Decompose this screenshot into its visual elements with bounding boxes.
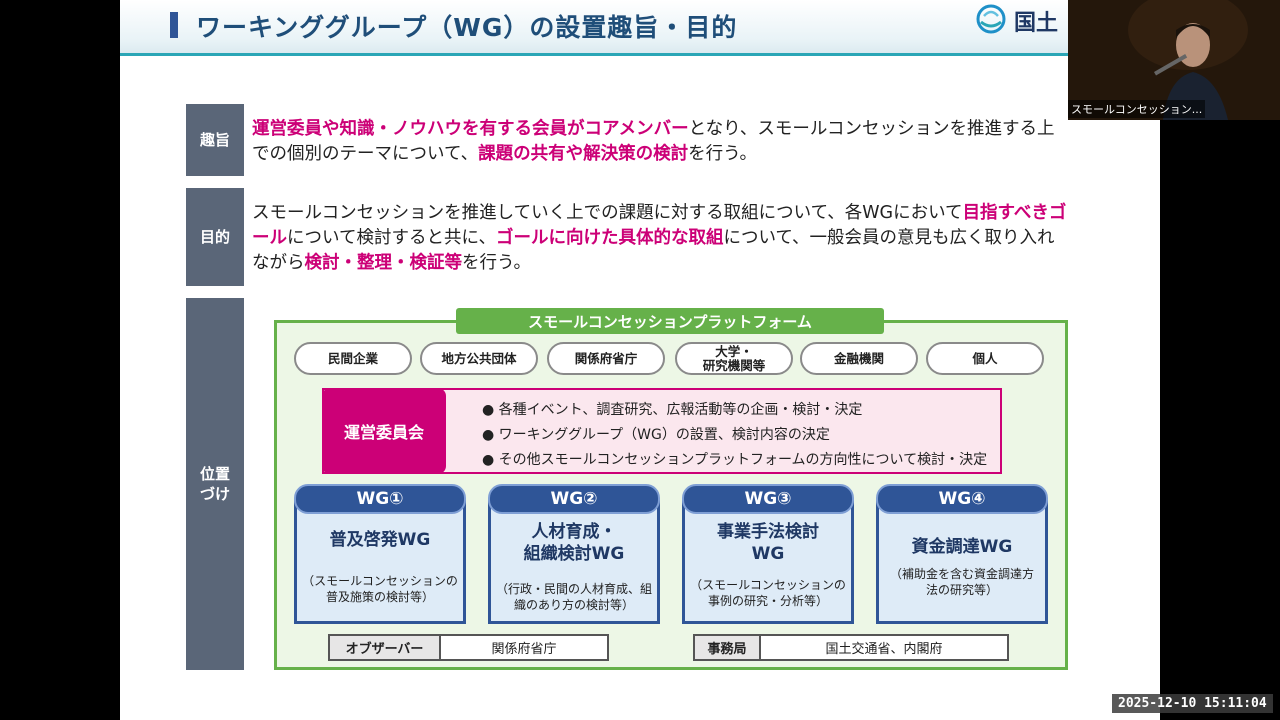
observer-label: オブザーバー (328, 634, 441, 661)
highlighted-text: 課題の共有や解決策の検討 (478, 144, 689, 164)
body-text: スモールコンセッションを推進していく上での課題に対する取組について、各WGにおい… (252, 203, 963, 223)
wg2-header: WG② (488, 484, 660, 514)
wg1-description: （スモールコンセッションの普及施策の検討等） (302, 574, 458, 604)
body-text: を行う。 (462, 253, 531, 273)
secretariat-value: 国土交通省、内閣府 (761, 634, 1009, 661)
wg1-header: WG① (294, 484, 466, 514)
secretariat-label: 事務局 (693, 634, 761, 661)
label-shushi: 趣旨 (186, 104, 244, 176)
title-accent-bar (170, 12, 178, 38)
committee-label: 運営委員会 (322, 388, 446, 474)
committee-duty: ● 各種イベント、調査研究、広報活動等の企画・検討・決定 (482, 402, 863, 418)
highlighted-text: 運営委員や知識・ノウハウを有する会員がコアメンバー (252, 119, 689, 139)
slide: ワーキンググループ（WG）の設置趣旨・目的 国土 趣旨 運営委員や知識・ノウハウ… (120, 0, 1160, 720)
member-private-companies: 民間企業 (294, 342, 412, 375)
platform-title: スモールコンセッションプラットフォーム (456, 308, 884, 334)
wg4-name: 資金調達WG (911, 537, 1013, 557)
wg3-header: WG③ (682, 484, 854, 514)
presenter-video[interactable]: スモールコンセッション... (1068, 0, 1280, 120)
title-bar: ワーキンググループ（WG）の設置趣旨・目的 国土 (120, 0, 1160, 56)
wg3-description: （スモールコンセッションの事例の研究・分析等） (690, 578, 846, 608)
body-text: を行う。 (688, 144, 758, 164)
wg4-header: WG④ (876, 484, 1048, 514)
recording-timestamp: 2025-12-10 15:11:04 (1112, 694, 1273, 713)
observer-value: 関係府省庁 (441, 634, 609, 661)
highlighted-text: ゴールに向けた具体的な取組 (495, 228, 724, 248)
mokuteki-text: スモールコンセッションを推進していく上での課題に対する取組について、各WGにおい… (252, 201, 1072, 276)
logo-text: 国土 (1014, 11, 1059, 36)
wg4-box (876, 500, 1048, 624)
label-ichizuke: 位置 づけ (186, 298, 244, 670)
committee-duty: ● その他スモールコンセッションプラットフォームの方向性について検討・決定 (482, 452, 988, 468)
member-universities: 大学・ 研究機関等 (675, 342, 793, 375)
member-ministries: 関係府省庁 (547, 342, 665, 375)
body-text: となり、スモールコンセッションを推進する上での個別のテーマについて、 (252, 119, 1055, 164)
mlit-logo-icon (976, 4, 1006, 34)
shushi-text: 運営委員や知識・ノウハウを有する会員がコアメンバーとなり、スモールコンセッション… (252, 117, 1072, 167)
wg1-box (294, 500, 466, 624)
highlighted-text: 検討・整理・検証等 (304, 253, 463, 273)
member-individuals: 個人 (926, 342, 1044, 375)
presenter-name-label: スモールコンセッション... (1068, 100, 1206, 118)
wg1-name: 普及啓発WG (329, 530, 431, 550)
body-text: について検討すると共に、 (287, 228, 496, 248)
wg2-description: （行政・民間の人材育成、組織のあり方の検討等） (495, 582, 652, 612)
member-local-governments: 地方公共団体 (420, 342, 538, 375)
label-mokuteki: 目的 (186, 188, 244, 286)
wg4-description: （補助金を含む資金調達方法の研究等） (889, 567, 1034, 597)
highlighted-text: 目指すべきゴール (252, 203, 1067, 248)
slide-title: ワーキンググループ（WG）の設置趣旨・目的 (196, 13, 738, 42)
wg3-name: 事業手法検討 WG (717, 522, 819, 564)
committee-duty: ● ワーキンググループ（WG）の設置、検討内容の決定 (482, 427, 830, 443)
wg2-name: 人材育成・ 組織検討WG (523, 522, 625, 564)
member-financial-institutions: 金融機関 (800, 342, 918, 375)
body-text: について、一般会員の意見も広く取り入れながら (252, 228, 1055, 273)
